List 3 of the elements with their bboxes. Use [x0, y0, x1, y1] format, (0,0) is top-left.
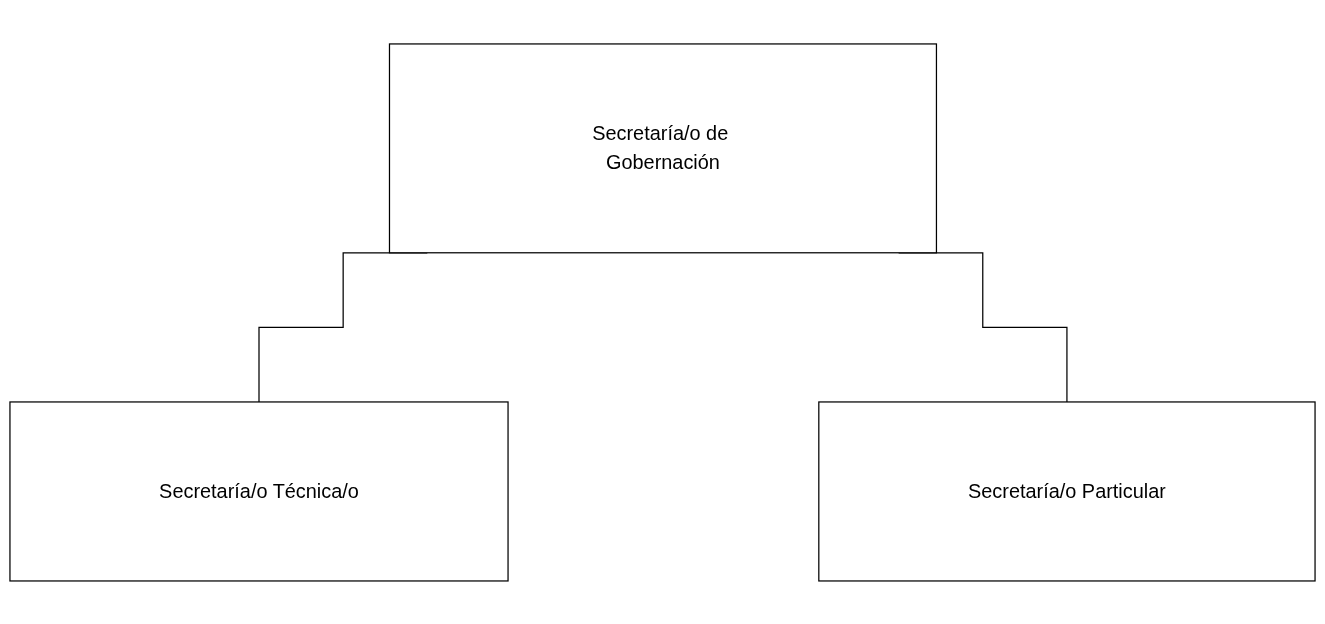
- node-box: Secretaría/o Técnica/o: [9, 400, 509, 582]
- node-box: Secretaría/o de Gobernación: [388, 42, 938, 253]
- node-box: Secretaría/o Particular: [818, 400, 1316, 582]
